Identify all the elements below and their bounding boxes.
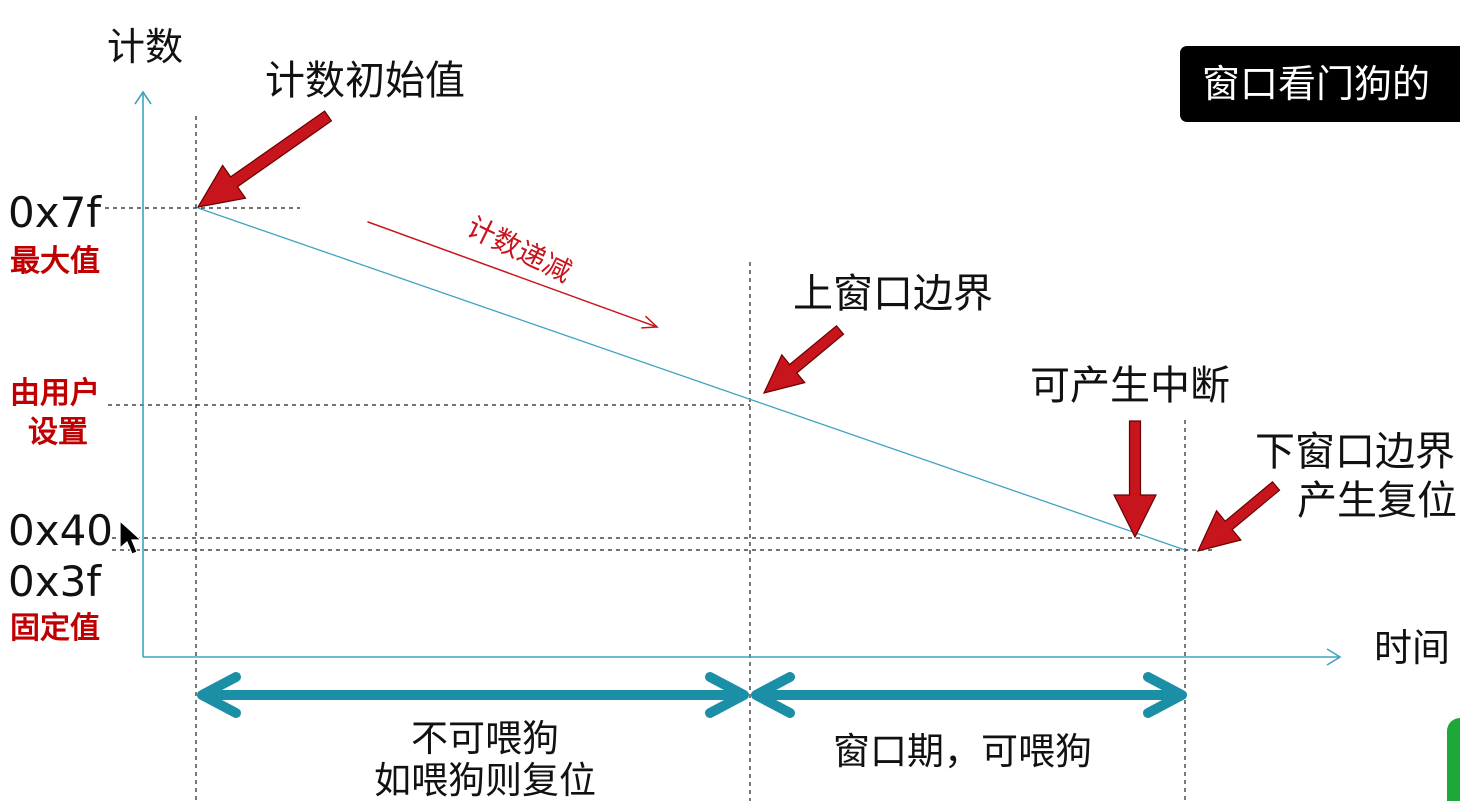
period-window: 窗口期，可喂狗 [833, 730, 1092, 773]
annotation-interrupt: 可产生中断 [1030, 363, 1230, 409]
level-max-note: 最大值 [10, 244, 100, 279]
title-text: 窗口看门狗的 [1202, 62, 1431, 106]
arrow-lower-window [1196, 480, 1281, 552]
span-arrow-no-feed-right-head [705, 672, 749, 718]
annotation-initial-value: 计数初始值 [265, 58, 465, 104]
span-arrow-no-feed-left-head [197, 672, 241, 718]
arrow-upper-window [762, 324, 845, 394]
span-arrow-window-left-head [751, 672, 795, 718]
decrement-arrow [367, 221, 659, 329]
span-arrow-window-right-head [1143, 672, 1187, 718]
period-no-feed-line2: 如喂狗则复位 [374, 759, 596, 802]
level-user-set-note-line2: 设置 [28, 415, 88, 450]
y-axis-arrowhead [134, 90, 152, 105]
level-fixed-note: 固定值 [10, 611, 100, 646]
span-arrow-window [751, 672, 1187, 718]
level-max-value: 0x7f [8, 188, 102, 237]
green-decoration [1447, 718, 1460, 801]
y-axis-label: 计数 [107, 25, 184, 69]
level-fixed-value: 0x3f [8, 557, 102, 606]
annotation-reset: 产生复位 [1297, 478, 1457, 524]
arrow-initial-value [196, 110, 333, 208]
decrement-arrow-shaft [367, 221, 658, 328]
counter-decline-line [197, 207, 1186, 551]
annotation-lower-window: 下窗口边界 [1255, 429, 1455, 475]
period-no-feed-line1: 不可喂狗 [411, 717, 559, 760]
x-axis-arrowhead [1326, 648, 1342, 666]
span-arrow-no-feed [197, 672, 749, 718]
x-axis-label: 时间 [1374, 626, 1451, 670]
level-user-set-note-line1: 由用户 [10, 376, 100, 411]
decrement-arrow-head [641, 315, 659, 329]
arrow-interrupt [1113, 420, 1157, 539]
title-box: 窗口看门狗的 [1180, 46, 1460, 122]
mouse-cursor-icon [119, 519, 143, 555]
level-lower-value: 0x40 [8, 506, 114, 555]
annotation-upper-window: 上窗口边界 [793, 271, 993, 317]
